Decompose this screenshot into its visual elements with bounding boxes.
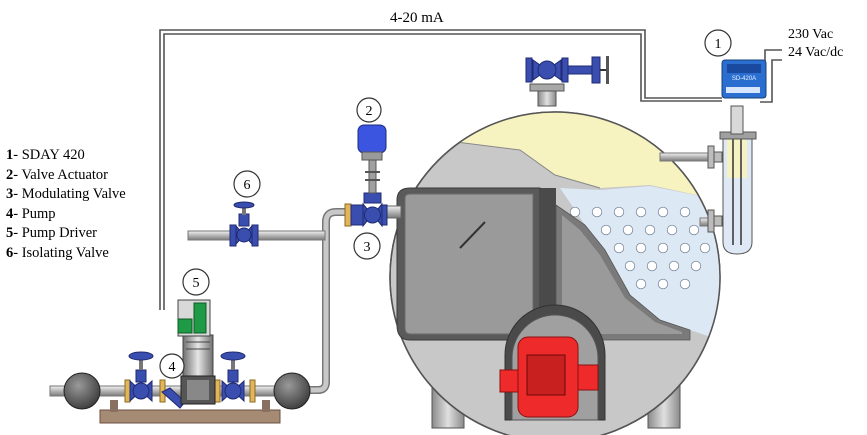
svg-text:2: 2 [366, 104, 373, 119]
callout-5: 5 [182, 268, 210, 296]
burner [499, 336, 599, 418]
water-space [560, 186, 720, 340]
svg-text:1: 1 [715, 37, 722, 52]
water-bubbles [569, 206, 711, 290]
svg-text:3: 3 [364, 240, 371, 255]
sday420-device: SD-420A [721, 59, 767, 99]
pump-inlet-valve [128, 351, 154, 403]
power-label-24: 24 Vac/dc [788, 45, 843, 60]
legend-item: 1- SDAY 420 [6, 147, 85, 163]
callout-6: 6 [233, 170, 261, 198]
callout-2: 2 [356, 97, 382, 123]
feed-pipe [282, 205, 402, 394]
modulating-valve [344, 159, 388, 228]
legend-item: 6- Isolating Valve [6, 244, 109, 261]
isolating-valve [229, 201, 259, 247]
end-tanks [63, 372, 311, 410]
legend-item: 3- Modulating Valve [6, 186, 126, 203]
pump-driver [177, 299, 211, 337]
legend-item: 4- Pump [6, 205, 56, 222]
legend-item: 5- Pump Driver [6, 225, 98, 242]
pump-skid-base [99, 400, 281, 424]
callout-4: 4 [159, 353, 185, 379]
svg-text:6: 6 [244, 178, 251, 193]
valve-actuator [357, 124, 387, 161]
callout-1: 1 [704, 29, 732, 57]
svg-text:5: 5 [193, 276, 200, 291]
signal-wiring [159, 29, 722, 310]
device-label: SD-420A [732, 76, 756, 82]
pump-outlet-valve [220, 351, 246, 403]
level-sensor [659, 105, 757, 255]
steam-outlet-valve [525, 56, 609, 107]
legend: 1- SDAY 420 2- Valve Actuator 3- Modulat… [6, 146, 126, 264]
legend-item: 2- Valve Actuator [6, 166, 109, 183]
signal-label: 4-20 mA [390, 10, 444, 26]
power-label-230: 230 Vac [788, 27, 833, 42]
pump [180, 334, 216, 405]
callout-3: 3 [353, 232, 381, 260]
svg-text:4: 4 [169, 360, 176, 375]
